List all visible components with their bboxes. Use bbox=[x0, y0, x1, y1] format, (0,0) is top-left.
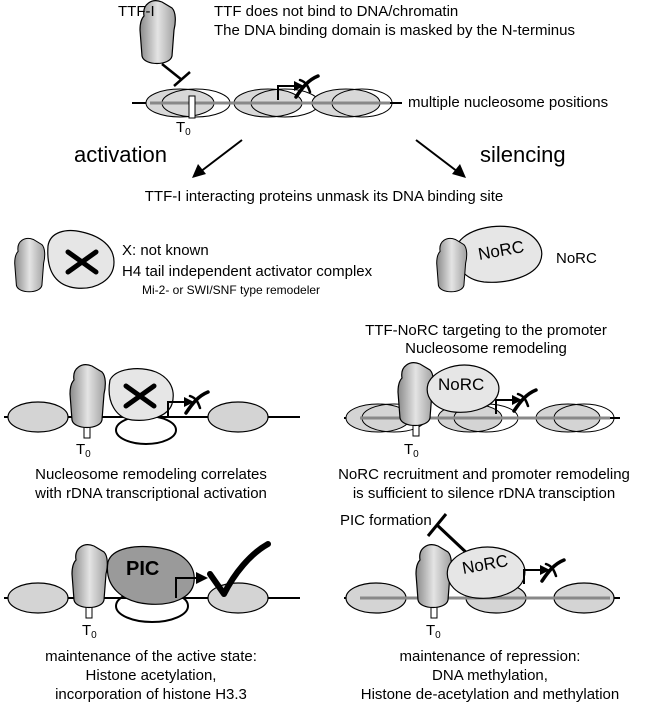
activation-caption-1-line-2: with rDNA transcriptional activation bbox=[35, 485, 267, 502]
silencing-label: silencing bbox=[480, 142, 566, 167]
chromatin-activation-1 bbox=[4, 364, 300, 445]
silencing-caption-2-line-3: Histone de-acetylation and methylation bbox=[360, 686, 620, 703]
activator-complex bbox=[14, 229, 115, 293]
inhibit-bar-top bbox=[161, 63, 191, 87]
chromatin-activation-2 bbox=[4, 544, 300, 623]
silencing-caption-2-line-1: maintenance of repression: bbox=[399, 648, 581, 665]
x-note: X: not known bbox=[122, 242, 209, 259]
activation-caption-2-line-1: maintenance of the active state: bbox=[45, 648, 257, 665]
t0-top: T0 bbox=[176, 119, 191, 138]
t0-activation-2: T0 bbox=[82, 622, 97, 641]
blocked-transcription-activation-1 bbox=[166, 390, 210, 418]
silencing-caption-1-line-2: is sufficient to silence rDNA transcipti… bbox=[352, 485, 616, 502]
silencing-caption-1-line-1: NoRC recruitment and promoter remodeling bbox=[338, 466, 630, 483]
blocked-transcription-silencing-1 bbox=[494, 388, 538, 416]
complex-line-2: Mi-2- or SWI/SNF type remodeler bbox=[142, 283, 321, 297]
top-line-2: The DNA binding domain is masked by the … bbox=[214, 22, 575, 39]
activation-caption-2-line-3: incorporation of histone H3.3 bbox=[55, 686, 247, 703]
unmask-caption: TTF-I interacting proteins unmask its DN… bbox=[144, 188, 504, 205]
activation-caption-2-line-2: Histone acetylation, bbox=[85, 667, 217, 684]
complex-line-1: H4 tail independent activator complex bbox=[122, 263, 373, 280]
t0-activation-1: T0 bbox=[76, 441, 91, 460]
pic-label: PIC bbox=[126, 558, 160, 580]
pic-inhibit-bar bbox=[426, 513, 472, 558]
chromatin-silencing-2 bbox=[344, 544, 620, 619]
t0-silencing-2: T0 bbox=[426, 622, 441, 641]
activation-label: activation bbox=[74, 142, 167, 167]
norc-complex bbox=[436, 225, 543, 293]
t0-silencing-1: T0 bbox=[404, 441, 419, 460]
nucleosome-label: multiple nucleosome positions bbox=[408, 94, 609, 111]
activation-caption-1-line-1: Nucleosome remodeling correlates bbox=[35, 466, 267, 483]
norc-side-label: NoRC bbox=[556, 250, 597, 267]
activation-arrow bbox=[192, 139, 243, 178]
checkmark-icon bbox=[207, 541, 271, 597]
chromatin-top bbox=[132, 88, 402, 119]
top-line-1: TTF does not bind to DNA/chromatin bbox=[214, 3, 459, 20]
pic-formation-label: PIC formation bbox=[340, 512, 432, 529]
ttf-label: TTF-I bbox=[118, 3, 155, 20]
silencing-caption-2-line-2: DNA methylation, bbox=[432, 667, 548, 684]
silencing-arrow bbox=[415, 139, 466, 178]
blocked-transcription-silencing-2 bbox=[522, 558, 566, 586]
chromatin-silencing-1 bbox=[344, 362, 620, 437]
targeting-line-1: TTF-NoRC targeting to the promoter bbox=[365, 322, 607, 339]
norc-label-stage-1: NoRC bbox=[438, 375, 485, 394]
targeting-line-2: Nucleosome remodeling bbox=[405, 340, 567, 357]
active-transcription-arrow bbox=[175, 572, 208, 598]
